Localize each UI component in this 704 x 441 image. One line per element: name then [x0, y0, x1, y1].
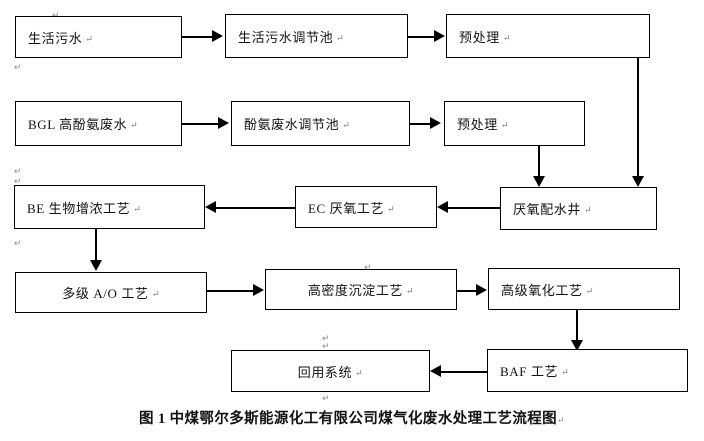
node-baf-process[interactable]: BAF 工艺 ↵: [487, 349, 688, 392]
arrowhead-right-icon: [434, 30, 445, 42]
node-label: 高密度沉淀工艺: [307, 283, 404, 298]
node-label: 酚氨废水调节池: [244, 117, 340, 132]
arrowhead-down-icon: [571, 340, 583, 351]
pilcrow-icon: ↵: [133, 203, 142, 214]
edge-multistage-ao-to-high-density-settling: [207, 290, 255, 292]
stray-pilcrow-mark: ↵: [322, 333, 330, 343]
node-label: BGL 高酚氨废水: [28, 117, 128, 132]
arrowhead-right-icon: [430, 117, 441, 129]
arrowhead-down-icon: [90, 260, 102, 271]
node-label: 厌氧配水井: [513, 202, 582, 217]
pilcrow-icon: ↵: [584, 205, 593, 215]
arrowhead-down-icon: [632, 176, 644, 187]
pilcrow-icon: ↵: [85, 33, 94, 44]
stray-pilcrow-mark: ↵: [14, 62, 22, 72]
edge-domestic-sewage-to-regulating-tank: [182, 36, 214, 38]
pilcrow-icon: ↵: [585, 285, 594, 296]
node-label: 高级氧化工艺: [501, 282, 583, 298]
node-ec-anaerobic-process[interactable]: EC 厌氧工艺 ↵: [295, 186, 437, 228]
stray-pilcrow-mark: ↵: [14, 166, 22, 176]
arrowhead-right-icon: [218, 117, 229, 129]
node-pretreatment-1[interactable]: 预处理 ↵: [446, 14, 650, 58]
pilcrow-icon: ↵: [561, 367, 570, 377]
edge-baf-to-reuse-system: [440, 371, 487, 373]
node-label: 生活污水: [28, 30, 83, 46]
edge-phenol-tank-to-pretreatment-2: [410, 123, 432, 125]
node-label: BAF 工艺: [500, 364, 559, 379]
node-domestic-sewage[interactable]: 生活污水 ↵: [15, 16, 182, 58]
figure-caption: 图 1 中煤鄂尔多斯能源化工有限公司煤气化废水处理工艺流程图↵: [0, 407, 704, 428]
pilcrow-icon: ↵: [406, 286, 415, 296]
stray-pilcrow-mark: ↵: [322, 341, 330, 351]
node-advanced-oxidation-process[interactable]: 高级氧化工艺 ↵: [488, 268, 680, 310]
node-label: BE 生物增浓工艺: [27, 200, 131, 216]
node-anaerobic-water-distribution-well[interactable]: 厌氧配水井 ↵: [500, 187, 657, 230]
edge-advanced-oxidation-to-baf: [576, 310, 578, 342]
node-label: 回用系统: [297, 364, 353, 380]
pilcrow-icon: ↵: [336, 32, 345, 43]
edge-ec-anaerobic-to-be-bio-thickening: [215, 207, 295, 209]
arrowhead-right-icon: [253, 284, 264, 296]
node-pretreatment-2[interactable]: 预处理 ↵: [444, 101, 585, 146]
edge-high-density-settling-to-advanced-oxidation: [457, 290, 478, 292]
pilcrow-icon: ↵: [355, 367, 364, 378]
pilcrow-icon: ↵: [387, 203, 396, 214]
stray-pilcrow-mark: ↵: [14, 176, 22, 186]
edge-anaerobic-well-to-ec-anaerobic: [447, 207, 500, 209]
node-label: EC 厌氧工艺: [308, 200, 385, 216]
node-be-bio-thickening-process[interactable]: BE 生物增浓工艺 ↵: [14, 185, 205, 229]
node-label: 预处理: [459, 29, 500, 45]
edge-be-to-multistage-ao: [95, 229, 97, 262]
edge-regulating-tank-to-pretreatment-1: [408, 36, 436, 38]
node-high-density-settling-process[interactable]: 高密度沉淀工艺 ↵: [265, 269, 457, 310]
pilcrow-icon: ↵: [502, 32, 511, 43]
pilcrow-icon: ↵: [557, 415, 565, 425]
node-reuse-system[interactable]: 回用系统 ↵: [231, 350, 430, 392]
pilcrow-icon: ↵: [500, 120, 509, 130]
stray-pilcrow-mark: ↵: [52, 10, 60, 20]
arrowhead-left-icon: [437, 201, 448, 213]
arrowhead-left-icon: [430, 365, 441, 377]
figure-caption-text: 图 1 中煤鄂尔多斯能源化工有限公司煤气化废水处理工艺流程图: [139, 411, 558, 427]
edge-bgl-to-phenol-regulating-tank: [182, 123, 220, 125]
stray-pilcrow-mark: ↵: [14, 238, 22, 248]
arrowhead-down-icon: [533, 176, 545, 187]
node-multistage-ao-process[interactable]: 多级 A/O 工艺 ↵: [15, 272, 207, 313]
arrowhead-left-icon: [205, 201, 216, 213]
edge-pretreatment-1-to-anaerobic-well: [637, 58, 639, 177]
stray-pilcrow-mark: ↵: [322, 393, 330, 403]
arrowhead-right-icon: [212, 30, 223, 42]
stray-pilcrow-mark: ↵: [364, 262, 372, 272]
pilcrow-icon: ↵: [130, 120, 139, 130]
pilcrow-icon: ↵: [151, 289, 160, 299]
node-label: 预处理: [457, 117, 498, 132]
node-domestic-regulating-tank[interactable]: 生活污水调节池 ↵: [225, 14, 408, 58]
arrowhead-right-icon: [476, 284, 487, 296]
edge-pretreatment-2-to-anaerobic-well: [538, 146, 540, 177]
node-label: 生活污水调节池: [238, 29, 334, 45]
pilcrow-icon: ↵: [342, 120, 351, 130]
node-bgl-phenol-ammonia-wastewater[interactable]: BGL 高酚氨废水 ↵: [15, 101, 182, 146]
node-label: 多级 A/O 工艺: [62, 286, 149, 301]
node-phenol-ammonia-regulating-tank[interactable]: 酚氨废水调节池 ↵: [231, 101, 410, 146]
